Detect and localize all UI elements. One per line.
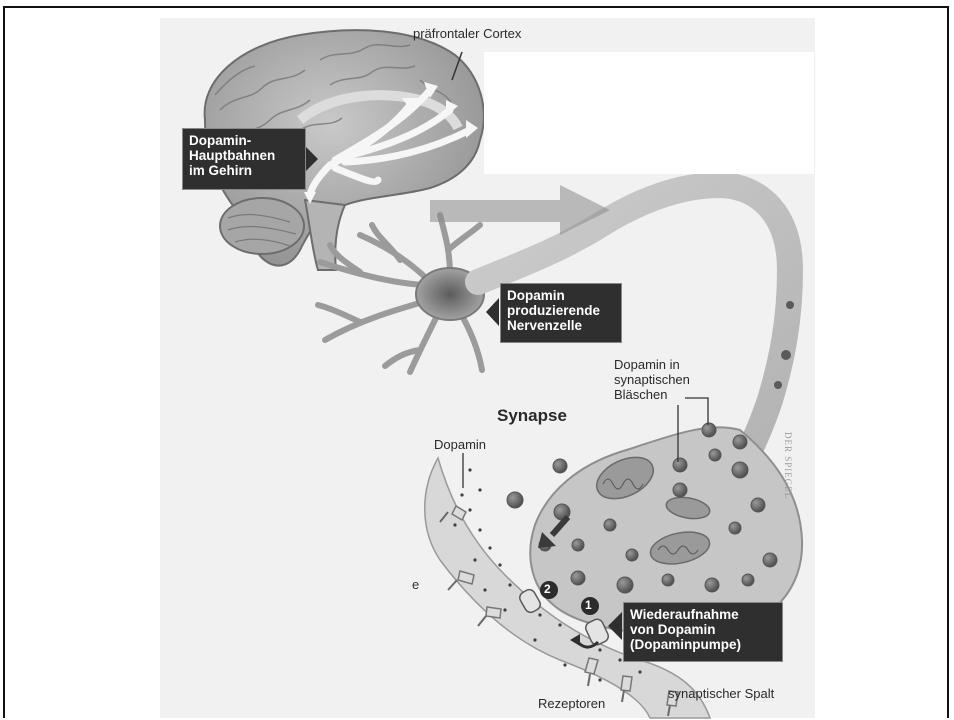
marker-1: 1 (585, 598, 592, 613)
reuptake-line-1: Wiederaufnahme (630, 607, 776, 622)
pathways-label-box: Dopamin- Hauptbahnen im Gehirn (182, 128, 306, 190)
reuptake-line-3: (Dopaminpumpe) (630, 637, 776, 652)
vesicles-line-2: synaptischen (614, 372, 690, 387)
credit-label: DER SPIEGEL (783, 432, 793, 499)
receptors-label: Rezeptoren (538, 696, 605, 711)
neuron-line-1: Dopamin (507, 288, 615, 303)
stray-letter: e (412, 577, 419, 592)
pathways-line-3: im Gehirn (189, 163, 299, 178)
pathways-line-2: Hauptbahnen (189, 148, 299, 163)
neuron-line-3: Nervenzelle (507, 318, 615, 333)
marker-2: 2 (544, 582, 551, 597)
cleft-label: synaptischer Spalt (668, 686, 774, 701)
neuron-label-box: Dopamin produzierende Nervenzelle (500, 283, 622, 343)
vesicles-label: Dopamin in synaptischen Bläschen (614, 357, 690, 402)
pathways-line-1: Dopamin- (189, 133, 299, 148)
vesicles-line-1: Dopamin in (614, 357, 690, 372)
synapse-label: Synapse (497, 406, 567, 426)
white-patch (484, 52, 814, 174)
reuptake-line-2: von Dopamin (630, 622, 776, 637)
neuron-line-2: produzierende (507, 303, 615, 318)
cortex-label: präfrontaler Cortex (413, 26, 521, 41)
reuptake-label-box: Wiederaufnahme von Dopamin (Dopaminpumpe… (623, 602, 783, 662)
dopamine-label: Dopamin (434, 437, 486, 452)
vesicles-line-3: Bläschen (614, 387, 690, 402)
